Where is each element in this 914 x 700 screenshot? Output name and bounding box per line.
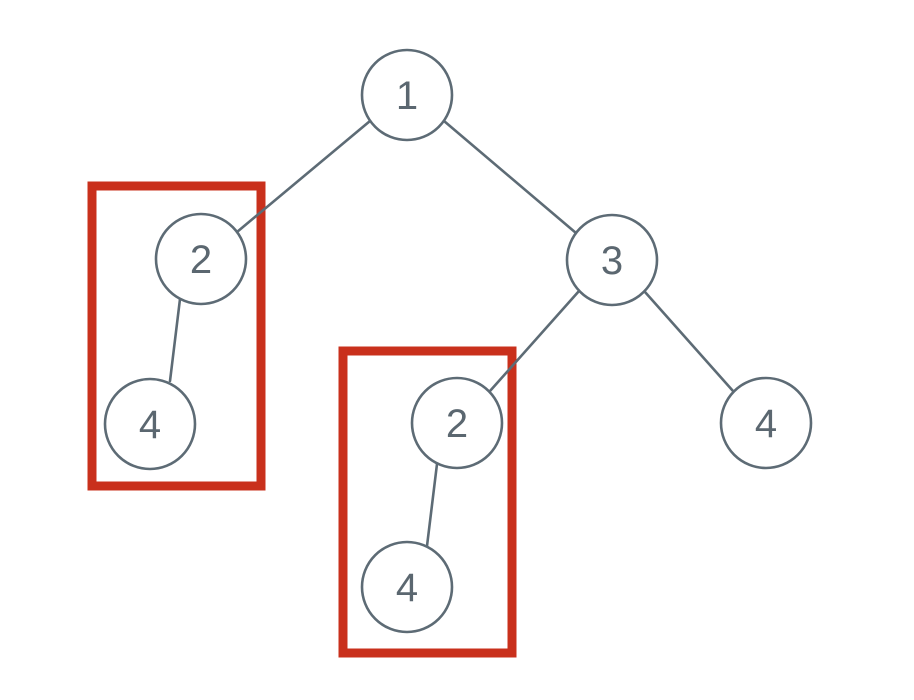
- node-label-right-right: 4: [755, 402, 777, 446]
- node-label-right: 3: [601, 239, 623, 283]
- tree-node-left[interactable]: 2: [154, 212, 248, 306]
- edge-root-right: [442, 119, 578, 235]
- node-label-right-left: 2: [446, 402, 468, 446]
- node-label-root: 1: [396, 74, 418, 118]
- node-label-right-left-left: 4: [396, 566, 418, 610]
- highlight-right-subtree: [338, 346, 517, 658]
- node-circle-right: [565, 213, 659, 307]
- tree-node-left-left[interactable]: 4: [103, 377, 197, 471]
- edge-rightleft-leaf: [425, 462, 439, 548]
- tree-node-right-left-left[interactable]: 4: [360, 540, 454, 634]
- edge-root-left: [235, 119, 372, 234]
- tree-node-right-left[interactable]: 2: [410, 376, 504, 470]
- edge-right-rightleft: [488, 289, 581, 393]
- node-circle-root: [360, 48, 454, 142]
- node-label-left: 2: [190, 238, 212, 282]
- edge-left-leftleft: [168, 297, 182, 383]
- highlight-left-subtree: [87, 181, 266, 491]
- highlight-layer: [87, 181, 517, 658]
- tree-node-right[interactable]: 3: [565, 213, 659, 307]
- node-layer: 1 2 3 4 2 4 4: [103, 48, 813, 634]
- node-circle-right-left: [410, 376, 504, 470]
- node-label-left-left: 4: [139, 403, 161, 447]
- tree-node-right-right[interactable]: 4: [719, 376, 813, 470]
- edge-right-rightright: [643, 290, 735, 393]
- node-circle-left-left: [103, 377, 197, 471]
- edge-layer: [168, 119, 735, 548]
- tree-node-root[interactable]: 1: [360, 48, 454, 142]
- node-circle-right-left-left: [360, 540, 454, 634]
- node-circle-right-right: [719, 376, 813, 470]
- node-circle-left: [154, 212, 248, 306]
